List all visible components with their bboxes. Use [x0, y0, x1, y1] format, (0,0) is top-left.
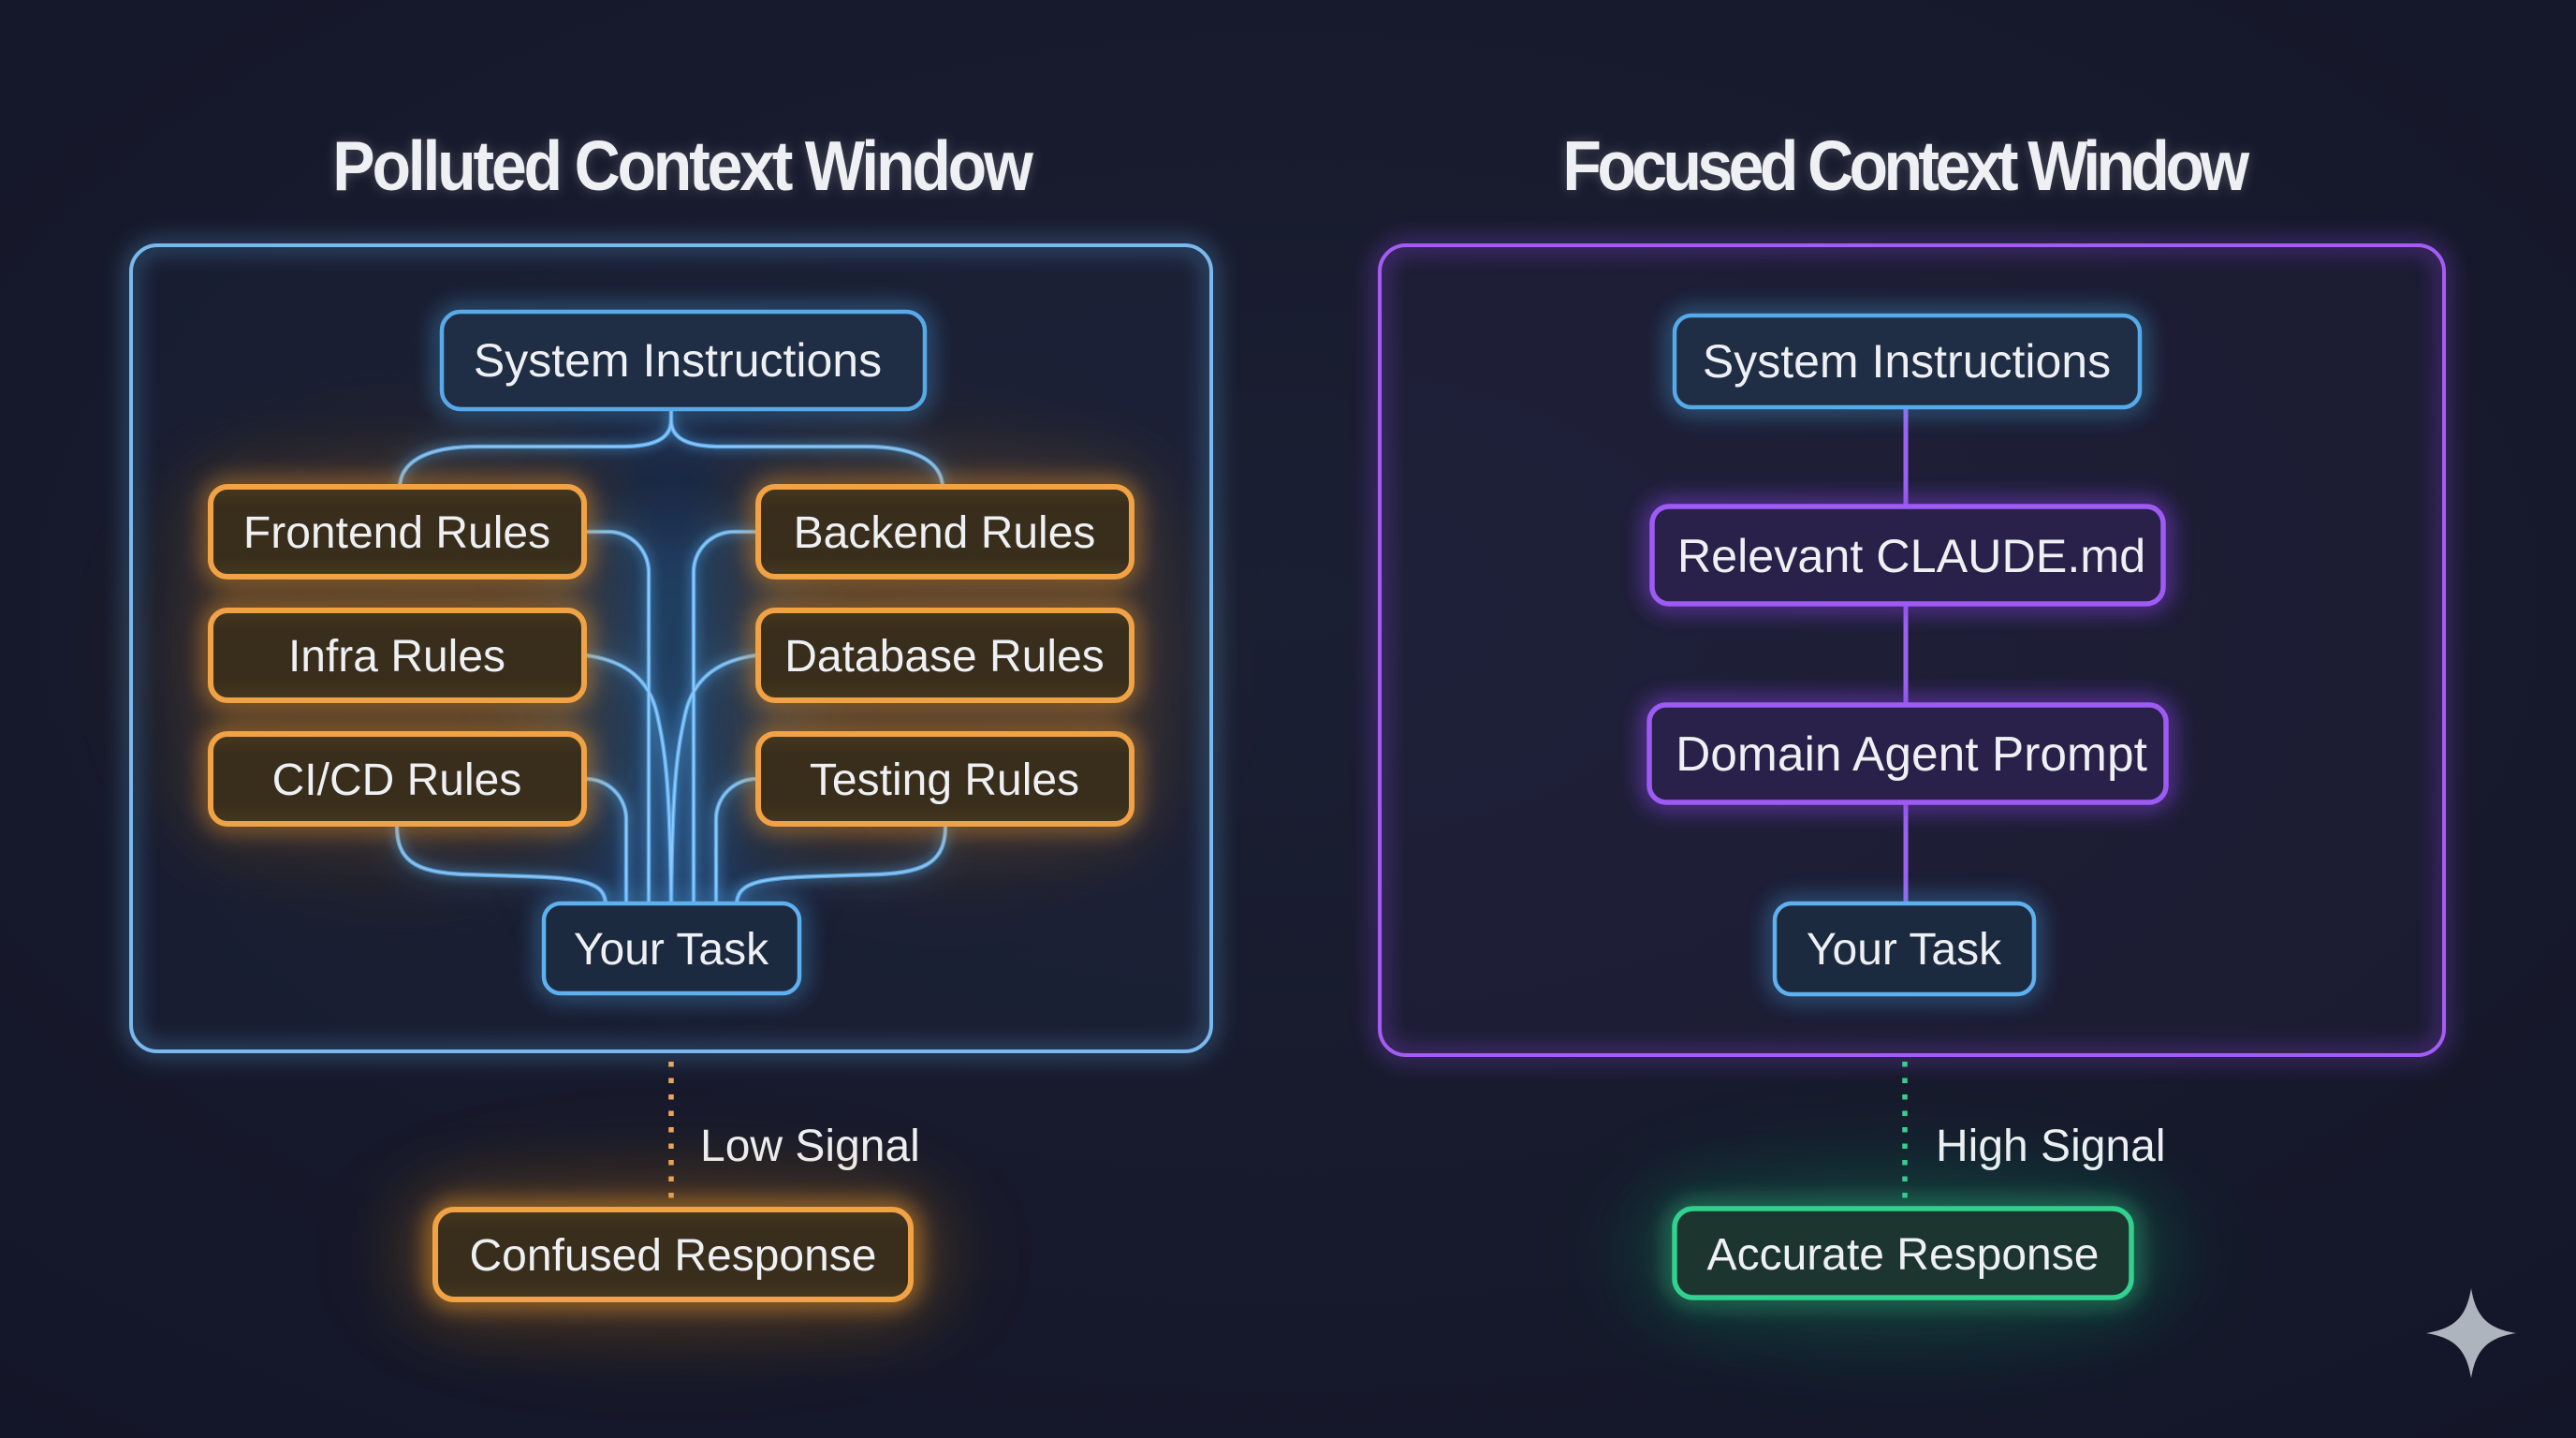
svg-text:Relevant CLAUDE.md: Relevant CLAUDE.md [1677, 529, 2145, 582]
svg-text:System Instructions: System Instructions [1703, 335, 2111, 388]
svg-text:Database Rules: Database Rules [784, 632, 1105, 682]
svg-text:Polluted Context Window: Polluted Context Window [332, 127, 1033, 206]
svg-text:High Signal: High Signal [1936, 1122, 2165, 1171]
svg-text:Focused Context Window: Focused Context Window [1562, 127, 2249, 206]
svg-text:Infra Rules: Infra Rules [288, 632, 505, 682]
svg-text:System Instructions: System Instructions [474, 334, 882, 387]
svg-text:CI/CD Rules: CI/CD Rules [272, 756, 522, 805]
svg-text:Your Task: Your Task [1807, 925, 2002, 975]
svg-text:Backend Rules: Backend Rules [794, 508, 1096, 558]
svg-text:Domain Agent Prompt: Domain Agent Prompt [1676, 726, 2147, 781]
svg-text:Polluted Context Window: Polluted Context Window [332, 127, 1033, 206]
svg-text:Focused Context Window: Focused Context Window [1562, 127, 2249, 206]
svg-text:Testing Rules: Testing Rules [810, 756, 1079, 805]
svg-text:Low Signal: Low Signal [700, 1122, 920, 1171]
svg-text:Confused Response: Confused Response [470, 1231, 877, 1281]
svg-text:Your Task: Your Task [574, 925, 769, 975]
svg-text:Frontend Rules: Frontend Rules [243, 508, 550, 558]
svg-text:Accurate Response: Accurate Response [1707, 1230, 2100, 1280]
